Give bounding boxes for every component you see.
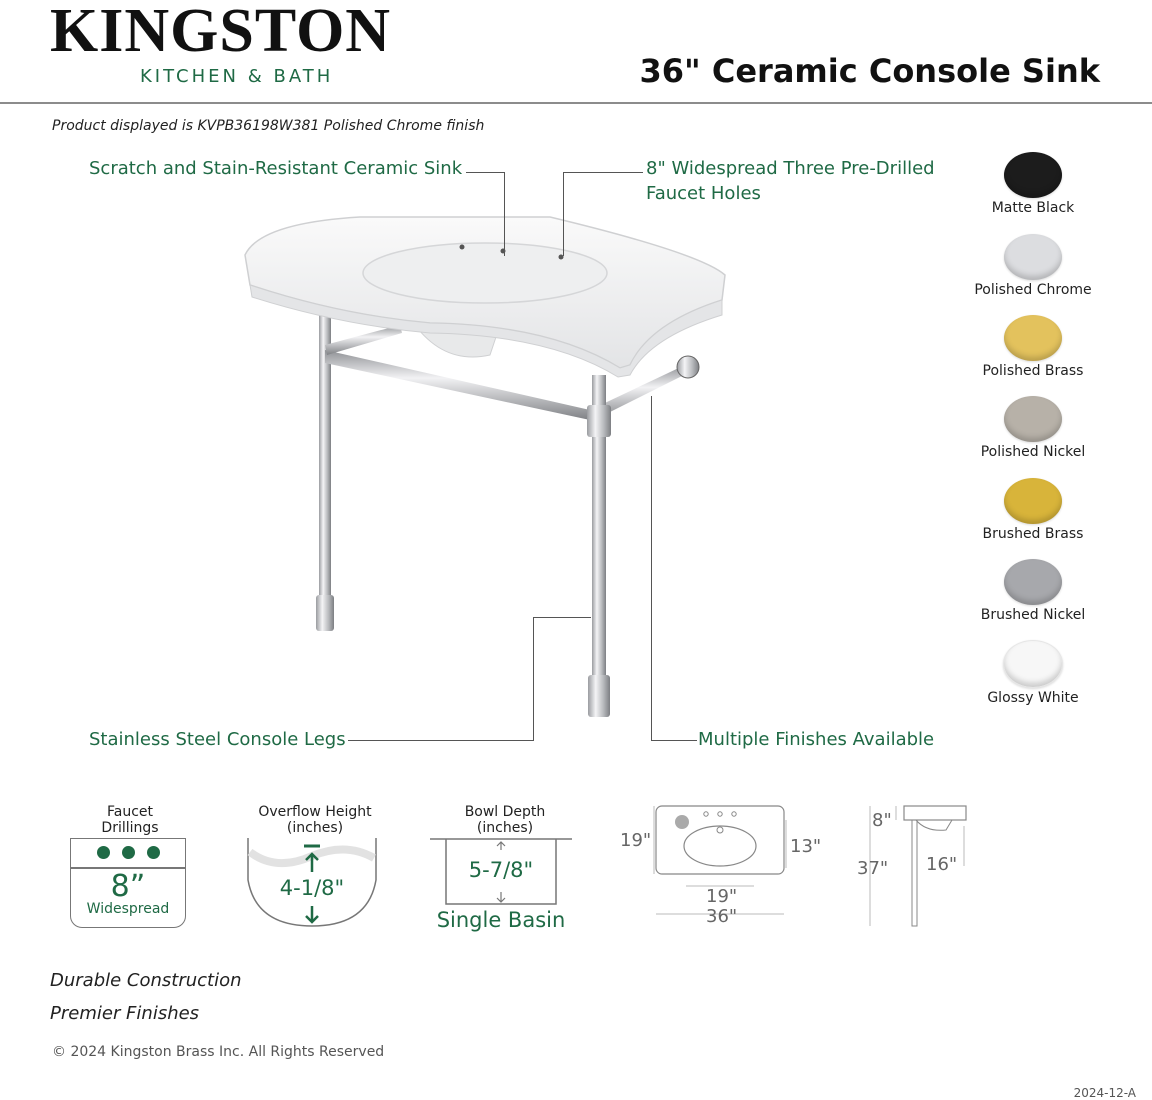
- callout-faucet-holes-line2: Faucet Holes: [646, 183, 761, 204]
- callout-multiple-finishes: Multiple Finishes Available: [698, 729, 935, 750]
- feature-finishes: Premier Finishes: [50, 1003, 200, 1024]
- bowl-depth-icon: [430, 838, 572, 905]
- top-view-drawing: [653, 805, 787, 915]
- swatch-glossy-white: Glossy White: [968, 640, 1098, 722]
- document-code: 2024-12-A: [1073, 1086, 1136, 1100]
- dim-top-left: 19": [620, 830, 652, 851]
- crossbar-front: [325, 350, 590, 420]
- overflow-basin-icon: [247, 838, 377, 927]
- dim-side-top: 8": [872, 810, 892, 831]
- callout-console-legs: Stainless Steel Console Legs: [89, 729, 346, 750]
- header-divider: [0, 102, 1152, 104]
- faucet-hole-icon: [147, 846, 160, 859]
- side-view-drawing: [869, 805, 967, 927]
- swatch-polished-nickel: Polished Nickel: [968, 396, 1098, 478]
- sink-bowl: [362, 242, 608, 304]
- dim-top-bottom-inner: 19": [706, 886, 738, 907]
- finish-swatch-icon: [1004, 152, 1062, 198]
- bowl-spec-sub: Single Basin: [436, 908, 566, 932]
- finish-swatch-icon: [1004, 559, 1062, 605]
- faucet-spec-sub: Widespread: [86, 901, 170, 917]
- finish-swatch-icon: [1004, 478, 1062, 524]
- swatch-polished-chrome: Polished Chrome: [968, 234, 1098, 315]
- sink-illustration: [244, 216, 726, 717]
- finish-swatch-icon: [1004, 234, 1062, 280]
- faucet-spec-value: 8”: [110, 869, 146, 904]
- spec-overflow-label: Overflow Height (inches): [258, 804, 372, 836]
- dim-side-height: 37": [857, 858, 889, 879]
- brand-subtitle: KITCHEN & BATH: [140, 66, 334, 87]
- front-leg: [592, 375, 606, 715]
- copyright-icon: ©: [52, 1044, 66, 1060]
- finish-swatch-icon: [1004, 396, 1062, 442]
- swatch-brushed-nickel: Brushed Nickel: [968, 559, 1098, 640]
- finish-swatch-list: Matte Black Polished Chrome Polished Bra…: [968, 152, 1098, 722]
- page-title: 36" Ceramic Console Sink: [639, 52, 1101, 90]
- back-leg: [319, 310, 331, 630]
- faucet-drillings-box: 8” Widespread: [70, 838, 186, 928]
- swatch-brushed-brass: Brushed Brass: [968, 478, 1098, 559]
- feature-durable: Durable Construction: [50, 970, 242, 991]
- overflow-spec-value: 4-1/8": [279, 876, 345, 900]
- brand-logo: KINGSTON: [50, 0, 392, 65]
- dim-top-right: 13": [790, 836, 822, 857]
- spec-faucet-label: Faucet Drillings: [101, 804, 159, 836]
- display-note: Product displayed is KVPB36198W381 Polis…: [52, 118, 485, 134]
- dim-side-depth: 16": [926, 854, 958, 875]
- crossbar-side: [590, 365, 688, 421]
- spec-bowl-label: Bowl Depth (inches): [464, 804, 546, 836]
- callout-ceramic-sink: Scratch and Stain-Resistant Ceramic Sink: [89, 158, 463, 179]
- faucet-hole-icon: [122, 846, 135, 859]
- swatch-polished-brass: Polished Brass: [968, 315, 1098, 396]
- callout-faucet-holes-line1: 8" Widespread Three Pre-Drilled: [646, 158, 935, 179]
- finish-swatch-icon: [1003, 640, 1063, 688]
- bowl-spec-value: 5-7/8": [468, 858, 534, 882]
- copyright: © 2024 Kingston Brass Inc. All Rights Re…: [52, 1044, 385, 1060]
- finish-swatch-icon: [1004, 315, 1062, 361]
- faucet-hole-icon: [97, 846, 110, 859]
- dim-top-bottom-outer: 36": [706, 906, 738, 927]
- swatch-matte-black: Matte Black: [968, 152, 1098, 234]
